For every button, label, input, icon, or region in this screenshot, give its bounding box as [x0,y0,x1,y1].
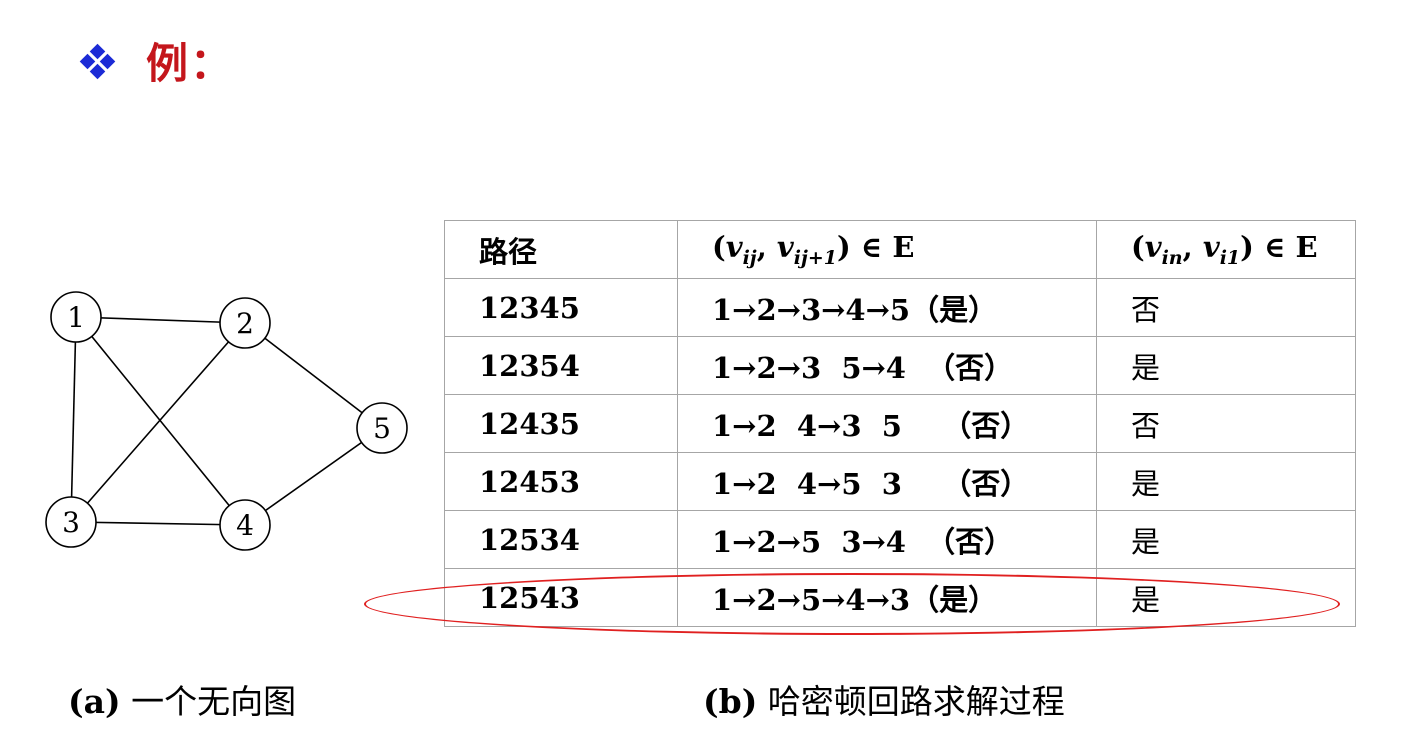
caption-table: (b) 哈密顿回路求解过程 [703,682,1065,721]
graph-node-label: 2 [236,307,254,340]
undirected-graph: 1 2 3 4 5 [40,285,420,555]
hamiltonian-path-table: 路径 (vij, vij+1) ∈ E (vin, vi1) ∈ E 12345… [444,220,1356,627]
graph-node-2: 2 [219,297,271,349]
graph-node-5: 5 [356,402,408,454]
slide-heading: 例： [78,30,234,91]
cell-edges: 1→2→5→4→3（是） [677,568,1097,627]
cell-closed: 否 [1096,278,1356,337]
cell-closed: 是 [1096,510,1356,569]
table-row: 12435 1→2 4→3 5 （否） 否 [444,394,1356,453]
table-header-row: 路径 (vij, vij+1) ∈ E (vin, vi1) ∈ E [444,220,1356,279]
graph-edge-2-5 [244,322,383,429]
cell-edges: 1→2 4→5 3 （否） [677,452,1097,511]
header-path: 路径 [444,220,678,279]
header-edges: (vij, vij+1) ∈ E [677,220,1097,279]
graph-node-label: 4 [236,509,254,542]
cell-path: 12453 [444,452,678,511]
cell-closed: 是 [1096,452,1356,511]
graph-node-label: 5 [373,412,391,445]
graph-node-label: 3 [62,506,80,539]
graph-edge-1-3 [70,316,77,523]
table-row: 12453 1→2 4→5 3 （否） 是 [444,452,1356,511]
graph-node-1: 1 [50,291,102,343]
cell-edges: 1→2→5 3→4 （否） [677,510,1097,569]
table-row: 12534 1→2→5 3→4 （否） 是 [444,510,1356,569]
cell-edges: 1→2 4→3 5 （否） [677,394,1097,453]
graph-edge-2-3 [70,322,246,523]
graph-edge-3-4 [70,521,246,526]
table-row: 12543 1→2→5→4→3（是） 是 [444,568,1356,627]
cell-path: 12435 [444,394,678,453]
heading-text: 例： [146,39,235,88]
cell-closed: 是 [1096,568,1356,627]
cell-path: 12345 [444,278,678,337]
graph-edge-4-5 [244,427,383,526]
diamond-cluster-icon [78,41,118,81]
cell-path: 12354 [444,336,678,395]
caption-graph: (a) 一个无向图 [68,682,297,721]
cell-path: 12534 [444,510,678,569]
graph-edge-1-4 [75,316,246,526]
graph-node-4: 4 [219,499,271,551]
cell-closed: 是 [1096,336,1356,395]
graph-edge-1-2 [75,316,246,324]
table-row: 12345 1→2→3→4→5（是） 否 [444,278,1356,337]
cell-path: 12543 [444,568,678,627]
graph-canvas: 1 2 3 4 5 [45,291,408,551]
cell-edges: 1→2→3 5→4 （否） [677,336,1097,395]
cell-edges: 1→2→3→4→5（是） [677,278,1097,337]
table-row: 12354 1→2→3 5→4 （否） 是 [444,336,1356,395]
header-closing-edge: (vin, vi1) ∈ E [1096,220,1356,279]
cell-closed: 否 [1096,394,1356,453]
graph-node-3: 3 [45,496,97,548]
graph-node-label: 1 [67,301,85,334]
